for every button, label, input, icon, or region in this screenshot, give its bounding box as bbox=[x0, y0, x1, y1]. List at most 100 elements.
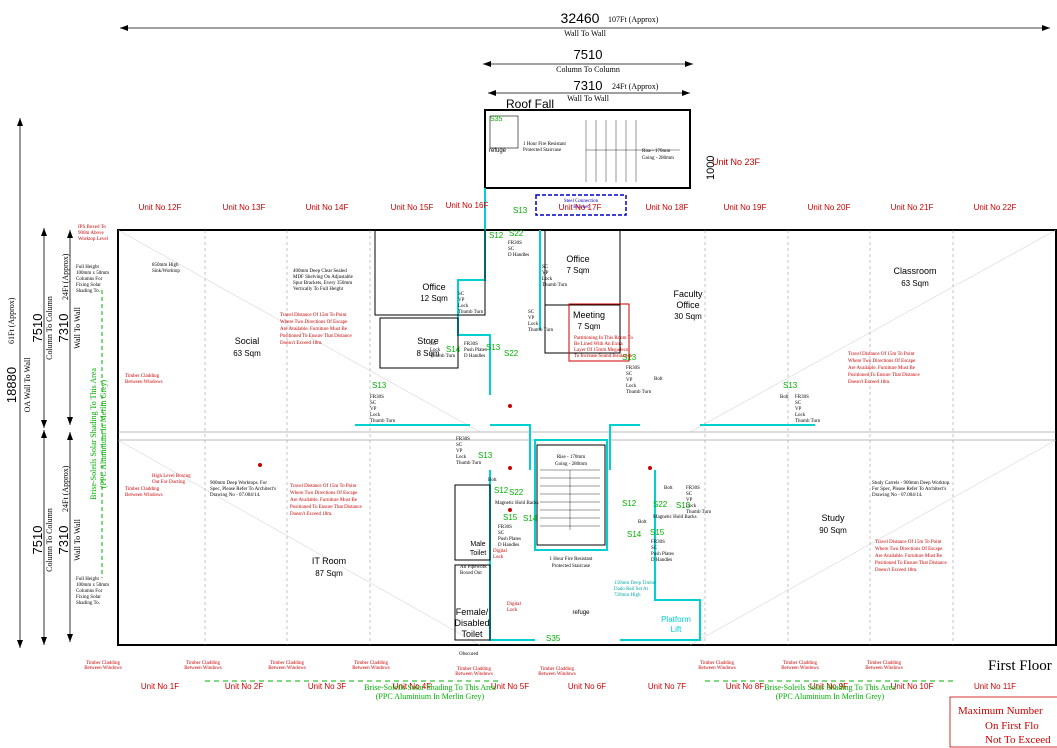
travel-c5: Doesn't Exceed 18m. bbox=[290, 512, 332, 517]
timber-b-7a: Timber Cladding bbox=[783, 661, 818, 666]
spec-thumb-g: Thumb Turn bbox=[626, 390, 652, 395]
timber-a1: Timber Cladding bbox=[125, 374, 160, 379]
unit-bottom-11: Unit No 11F bbox=[974, 682, 1016, 691]
spec-lock-j: Lock bbox=[456, 455, 467, 460]
digital-a1: Digital bbox=[493, 549, 507, 554]
shelf-3: Spur Brackets, Every 350mm bbox=[293, 281, 352, 286]
room-faculty-area: 30 Sqm bbox=[674, 312, 702, 321]
unit-top-4: Unit No 15F bbox=[391, 203, 434, 212]
timber-b-5b: Between Windows bbox=[538, 672, 576, 677]
travel-b5: Doesn't Exceed 18m. bbox=[848, 380, 890, 385]
travel-d2: Where Two Directions Of Escape bbox=[875, 547, 943, 552]
timber-b-3b: Between Windows bbox=[352, 666, 390, 671]
spec-lock-i: Lock bbox=[795, 413, 806, 418]
door-s14-c: S14 bbox=[627, 530, 642, 539]
spec-dh-k: D Handles bbox=[498, 543, 519, 548]
unit-bottom-1: Unit No 1F bbox=[141, 682, 179, 691]
left-wall-sub-bottom: Wall To Wall bbox=[73, 518, 82, 561]
spec-vp-c: VP bbox=[542, 271, 549, 276]
spec-thumb-h: Thumb Turn bbox=[370, 419, 396, 424]
door-s13-b: S13 bbox=[486, 343, 501, 352]
brise-bl-1: Brise-Soleils Solar Shading To This Area bbox=[364, 683, 496, 692]
unit-bottom-6: Unit No 6F bbox=[568, 682, 606, 691]
shelf-1: 400mm Deep Clear Sealed bbox=[293, 269, 347, 274]
timber-b-8a: Timber Cladding bbox=[867, 661, 902, 666]
travel-c3: Are Available. Furniture Must Be bbox=[290, 498, 358, 503]
timber-b-4a: Timber Cladding bbox=[457, 667, 492, 672]
rise-top: Rise - 170mm bbox=[642, 149, 670, 154]
door-s13-g: S13 bbox=[676, 501, 691, 510]
brise-soleil-bottom-right: Brise-Soleils Solar Shading To This Area… bbox=[705, 680, 955, 701]
roof-fall-label: Roof Fall bbox=[506, 97, 554, 111]
col-dim-sub: Column To Column bbox=[556, 65, 620, 74]
partition-3: Layer Of 15mm Megadeco bbox=[574, 348, 629, 353]
sink-1: 850mm High bbox=[152, 263, 179, 268]
digital-b1: Digital bbox=[507, 602, 521, 607]
spec-vp-l: VP bbox=[686, 498, 693, 503]
timber-a2: Between Windows bbox=[125, 380, 163, 385]
door-s13-f: S13 bbox=[478, 451, 493, 460]
room-female3: Toilet bbox=[461, 629, 483, 639]
unit-top-3: Unit No 14F bbox=[306, 203, 349, 212]
travel-d4: Positioned To Ensure That Distance bbox=[875, 561, 947, 566]
height-dim-ft: 61Ft (Approx) bbox=[7, 297, 16, 344]
room-labels: Social 63 Sqm Office 12 Sqm Store 8 Sqm … bbox=[233, 254, 936, 639]
brise-soleil-left: Brise-Soleils Solar Shading To This Area… bbox=[89, 290, 108, 578]
travel-d1: Travel Distance Of 15m To Point bbox=[875, 540, 942, 545]
floor-title: First Floor bbox=[988, 658, 1052, 674]
red-markers bbox=[258, 404, 652, 512]
unit-top-10: Unit No 21F bbox=[891, 203, 934, 212]
door-s22-c: S22 bbox=[509, 488, 524, 497]
digital-b2: Lock bbox=[507, 608, 518, 613]
stair-center-text: Rise - 170mm Going - 280mm 1 Hour Fire R… bbox=[550, 455, 594, 569]
spec-vp-g: VP bbox=[626, 378, 633, 383]
red-notes: Travel Distance Of 15m To Point Where Tw… bbox=[78, 225, 947, 613]
ips-3: Worktop Level bbox=[78, 237, 109, 242]
spec-thumb-e: Thumb Turn bbox=[430, 354, 456, 359]
timber-bottom: Timber Cladding Between Windows Timber C… bbox=[84, 661, 903, 677]
spec-fr-a: FR30S bbox=[508, 241, 522, 246]
max-line3: Not To Exceed bbox=[985, 734, 1051, 746]
travel-b4: Positioned To Ensure That Distance bbox=[848, 373, 920, 378]
door-s13-c: S13 bbox=[622, 353, 637, 362]
left-col-sub-top: Column To Column bbox=[45, 296, 54, 360]
spec-thumb-j: Thumb Turn bbox=[456, 461, 482, 466]
max-line2: On First Flo bbox=[985, 720, 1039, 732]
timber-b-2b: Between Windows bbox=[268, 666, 306, 671]
spec-sc-e: SC bbox=[430, 342, 437, 347]
travel-b2: Where Two Directions Of Escape bbox=[848, 359, 916, 364]
spec-sc-h: SC bbox=[370, 401, 377, 406]
dado-1: 150mm Deep Timber bbox=[614, 581, 657, 586]
fullheight-a5: Shading To. bbox=[76, 289, 100, 294]
building-outline bbox=[117, 229, 1057, 646]
overall-dimension: 32460 107Ft (Approx) Wall To Wall bbox=[120, 10, 1050, 38]
room-male: Male bbox=[470, 541, 485, 548]
spec-lock-c: Lock bbox=[542, 277, 553, 282]
brise-bl-2: (PPC Aluminium In Merlin Grey) bbox=[376, 692, 485, 701]
left-wall-sub-top: Wall To Wall bbox=[73, 306, 82, 349]
fullheight-b5: Shading To. bbox=[76, 601, 100, 606]
steel-bracket-text1: Steel Connection bbox=[564, 199, 599, 204]
shelf-2: MDF Shelving On Adjustable bbox=[293, 275, 354, 280]
spec-push-m: Push Plates bbox=[651, 552, 674, 557]
door-s22-a: S22 bbox=[509, 229, 524, 238]
max-occupancy-box: Maximum Number On First Flo Not To Excee… bbox=[949, 696, 1057, 748]
highlevel-1: High Level Boxing bbox=[152, 474, 191, 479]
unit-bottom-3: Unit No 3F bbox=[308, 682, 346, 691]
left-col-sub-bottom: Column To Column bbox=[45, 508, 54, 572]
spec-bolt-i: Bolt bbox=[780, 395, 789, 400]
height-dim-value: 18880 bbox=[4, 367, 19, 403]
pipework-a1: All Pipework bbox=[460, 565, 487, 570]
brise-br-1: Brise-Soleils Solar Shading To This Area bbox=[764, 683, 896, 692]
timber-b-1b: Between Windows bbox=[184, 666, 222, 671]
spec-lock-d: Lock bbox=[528, 322, 539, 327]
spec-push-f: Push Plates bbox=[464, 348, 487, 353]
spec-bolt-g: Bolt bbox=[654, 377, 663, 382]
door-s12-a: S12 bbox=[489, 231, 504, 240]
travel-d5: Doesn't Exceed 18m. bbox=[875, 568, 917, 573]
spec-sc-c: SC bbox=[542, 265, 549, 270]
interior-walls bbox=[374, 229, 621, 641]
study-note-3: Drawing No - 07.004/14. bbox=[872, 493, 922, 498]
travel-c2: Where Two Directions Of Escape bbox=[290, 491, 358, 496]
